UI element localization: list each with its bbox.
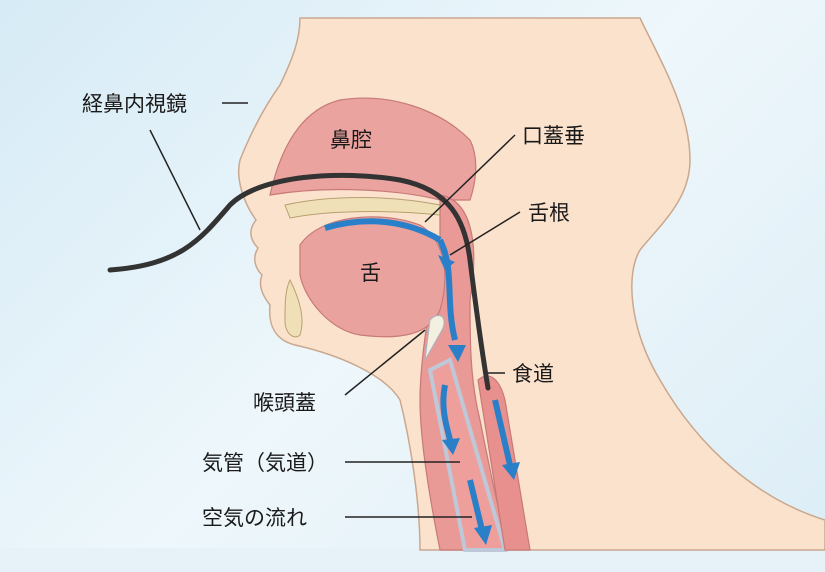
label-tongue-base: 舌根	[528, 201, 570, 225]
label-tongue: 舌	[360, 261, 381, 285]
arrowhead	[502, 462, 520, 480]
label-esophagus: 食道	[512, 362, 554, 386]
leader-lines	[149, 102, 521, 518]
airflow-arrow	[467, 479, 485, 531]
label-epiglottis: 喉頭蓋	[253, 391, 316, 415]
airflow-arrow	[324, 218, 442, 243]
bottom-band	[0, 548, 825, 572]
label-airflow: 空気の流れ	[202, 506, 307, 530]
jaw	[284, 278, 303, 338]
label-nasal-cavity: 鼻腔	[330, 128, 372, 152]
label-endoscope: 経鼻内視鏡	[82, 92, 187, 116]
endoscope-tube	[107, 172, 491, 391]
airflow-arrow	[437, 238, 458, 341]
label-trachea: 気管（気道）	[202, 451, 328, 475]
airflow-arrow	[492, 399, 513, 466]
epiglottis-flap	[424, 315, 445, 361]
arrowhead	[442, 438, 460, 455]
arrowhead	[438, 255, 455, 270]
airflow-arrow	[440, 384, 453, 441]
arrowhead	[474, 525, 492, 545]
arrowhead	[448, 345, 466, 362]
tongue-shape	[299, 216, 446, 338]
airflow-arrows	[324, 218, 513, 531]
esophagus-tube	[477, 375, 531, 551]
label-uvula: 口蓋垂	[522, 124, 585, 148]
